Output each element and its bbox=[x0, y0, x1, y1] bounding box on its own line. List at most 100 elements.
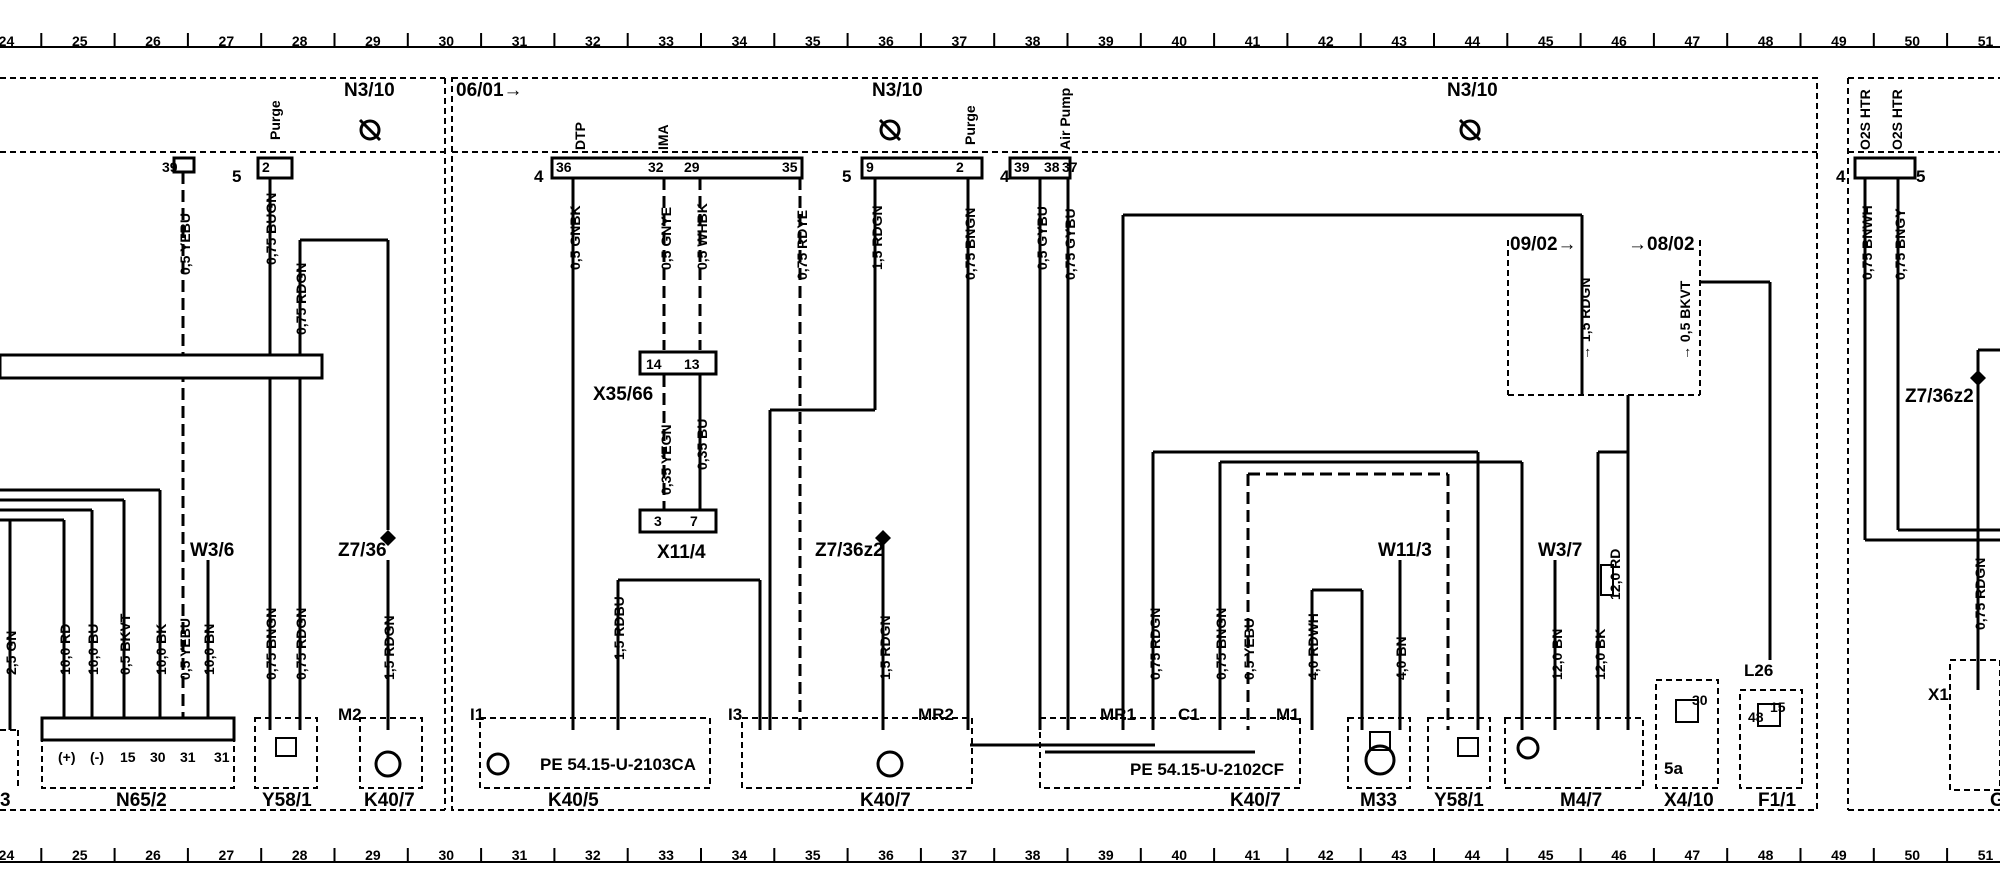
connector-num: 2 bbox=[262, 159, 270, 175]
resistor-icon bbox=[1600, 564, 1614, 596]
grid-number-top: 32 bbox=[585, 33, 601, 49]
component-k40-7-c: K40/7 bbox=[1230, 790, 1281, 811]
grid-number-bottom: 36 bbox=[878, 847, 894, 863]
wire-label-w-bngy: 0,75 BNGY bbox=[1892, 208, 1908, 280]
connector-num: 36 bbox=[556, 159, 572, 175]
wire-label-w-rdgn-h: 0,75 RDGN bbox=[1972, 558, 1988, 630]
signal-o2s-a: O2S HTR bbox=[1857, 89, 1873, 150]
grid-number-bottom: 25 bbox=[72, 847, 88, 863]
wire-label-w-bn12: 12,0 BN bbox=[1549, 629, 1565, 680]
grid-number-top: 28 bbox=[292, 33, 308, 49]
wire-label-w-rdgn-e: 1,5 RDGN bbox=[381, 615, 397, 680]
grid-number-top: 38 bbox=[1025, 33, 1041, 49]
connector-num: 39 bbox=[1014, 159, 1030, 175]
grid-number-bottom: 40 bbox=[1171, 847, 1187, 863]
connector-num: 5 bbox=[1916, 167, 1925, 186]
pin-30b: 30 bbox=[1692, 692, 1708, 708]
section-title-mid: N3/10 bbox=[872, 80, 923, 101]
grid-number-bottom: 46 bbox=[1611, 847, 1627, 863]
grid-number-bottom: 35 bbox=[805, 847, 821, 863]
wire-label-w-gybu-b: 0,75 GYBU bbox=[1062, 208, 1078, 280]
component-f1-1: F1/1 bbox=[1758, 790, 1796, 811]
ground-z7-36: Z7/36 bbox=[338, 540, 387, 561]
component-k40-5: K40/5 bbox=[548, 790, 599, 811]
grid-number-top: 36 bbox=[878, 33, 894, 49]
grid-number-bottom: 45 bbox=[1538, 847, 1554, 863]
wire-label-w-bu: 0,35 BU bbox=[694, 419, 710, 470]
component-blocks bbox=[0, 659, 2000, 791]
wire-label-w-gnye: 0,5 GNYE bbox=[658, 207, 674, 270]
component-m1: M1 bbox=[1276, 705, 1300, 724]
section-start-ref: 06/01→ bbox=[456, 80, 523, 101]
component-m4-7: M4/7 bbox=[1560, 790, 1602, 811]
section-title-right: N3/10 bbox=[1447, 80, 1498, 101]
bus-bar bbox=[0, 353, 324, 380]
wire-label-w-rdgn-g: 0,75 RDGN bbox=[1147, 608, 1163, 680]
wire-label-w-gnbk: 0,5 GNBK bbox=[567, 205, 583, 270]
grid-number-bottom: 47 bbox=[1685, 847, 1701, 863]
component-partial-left: 3 bbox=[0, 790, 11, 811]
wire-label-w-rdbu: 1,5 RDBU bbox=[611, 596, 627, 660]
wire-label-w-rd10: 10,0 RD bbox=[57, 624, 73, 675]
component-y58-1-b: Y58/1 bbox=[1434, 790, 1484, 811]
grid-number-bottom: 42 bbox=[1318, 847, 1334, 863]
wire-label-w-rdgn-f: 1,5 RDGN bbox=[877, 615, 893, 680]
pin-30: 30 bbox=[150, 749, 166, 765]
ground-z7-36z2: Z7/36z2 bbox=[815, 540, 884, 561]
component-mr1: MR1 bbox=[1100, 705, 1136, 724]
wire-label-w-gn25: 2,5 GN bbox=[3, 631, 19, 675]
wire-label-w-bk12: 12,0 BK bbox=[1592, 629, 1608, 680]
grid-number-top: 45 bbox=[1538, 33, 1554, 49]
signal-o2s-b: O2S HTR bbox=[1889, 89, 1905, 150]
component-i3: I3 bbox=[728, 705, 742, 724]
ground-points: W3/6 Z7/36 Z7/36z2 W11/3 W3/7 Z7/36z2 bbox=[190, 370, 1986, 561]
wire-label-w-rdye: 0,75 RDYE bbox=[794, 210, 810, 280]
pin-plus: (+) bbox=[58, 749, 76, 765]
grid-number-top: 43 bbox=[1391, 33, 1407, 49]
component-pe-a: PE 54.15-U-2103CA bbox=[540, 755, 696, 774]
ground-w11-3: W11/3 bbox=[1378, 540, 1432, 561]
valve-icon bbox=[275, 699, 1781, 757]
wire-label-w-gybu-a: 0,5 GYBU bbox=[1034, 206, 1050, 270]
grid-number-top: 50 bbox=[1904, 33, 1920, 49]
splice-pin: 14 bbox=[646, 356, 662, 372]
signal-purge-a: Purge bbox=[267, 100, 283, 140]
component-l26: L26 bbox=[1744, 661, 1773, 680]
grid-number-top: 51 bbox=[1978, 33, 1994, 49]
connector-num: 4 bbox=[1836, 167, 1846, 186]
grid-number-bottom: 43 bbox=[1391, 847, 1407, 863]
connector-num: 4 bbox=[534, 167, 544, 186]
grid-number-top: 47 bbox=[1685, 33, 1701, 49]
splice-x11-label: X11/4 bbox=[657, 542, 706, 563]
component-partial-right: G bbox=[1990, 790, 2000, 811]
pin-31: 31 bbox=[180, 749, 196, 765]
wire-label-w-yebu-low: 0,5 YEBU bbox=[177, 618, 193, 680]
wire-label-w-rdwh: 4,0 RDWH bbox=[1305, 613, 1321, 680]
wire-label-w-rdgn-c: → 1,5 RDGN bbox=[1577, 278, 1593, 360]
connector-num: 5 bbox=[842, 167, 851, 186]
wire-label-w-bk10: 10,0 BK bbox=[153, 624, 169, 675]
connector-num: 37 bbox=[1062, 159, 1078, 175]
wire-label-w-rdgn-a: 0,75 RDGN bbox=[293, 263, 309, 335]
ref-a: 09/02→ bbox=[1510, 234, 1577, 255]
wires bbox=[0, 172, 2000, 754]
component-pe-b: PE 54.15-U-2102CF bbox=[1130, 760, 1284, 779]
grid-number-bottom: 38 bbox=[1025, 847, 1041, 863]
grid-number-bottom: 48 bbox=[1758, 847, 1774, 863]
wire-label-w-whbk: 0,5 WHBK bbox=[694, 203, 710, 270]
section-borders bbox=[0, 77, 2000, 811]
ground-symbol-icon bbox=[358, 118, 1482, 142]
signal-purge-b: Purge bbox=[962, 105, 978, 145]
ground-w3-6: W3/6 bbox=[190, 540, 234, 561]
grid-number-top: 42 bbox=[1318, 33, 1334, 49]
splice-x35-66 bbox=[638, 350, 718, 376]
splice-pin: 7 bbox=[690, 513, 698, 529]
connector-num: 35 bbox=[782, 159, 798, 175]
pin-15b: 15 bbox=[1770, 699, 1786, 715]
wire-label-w-bngn-a: 0,75 BNGN bbox=[962, 208, 978, 280]
splice-pin: 3 bbox=[654, 513, 662, 529]
